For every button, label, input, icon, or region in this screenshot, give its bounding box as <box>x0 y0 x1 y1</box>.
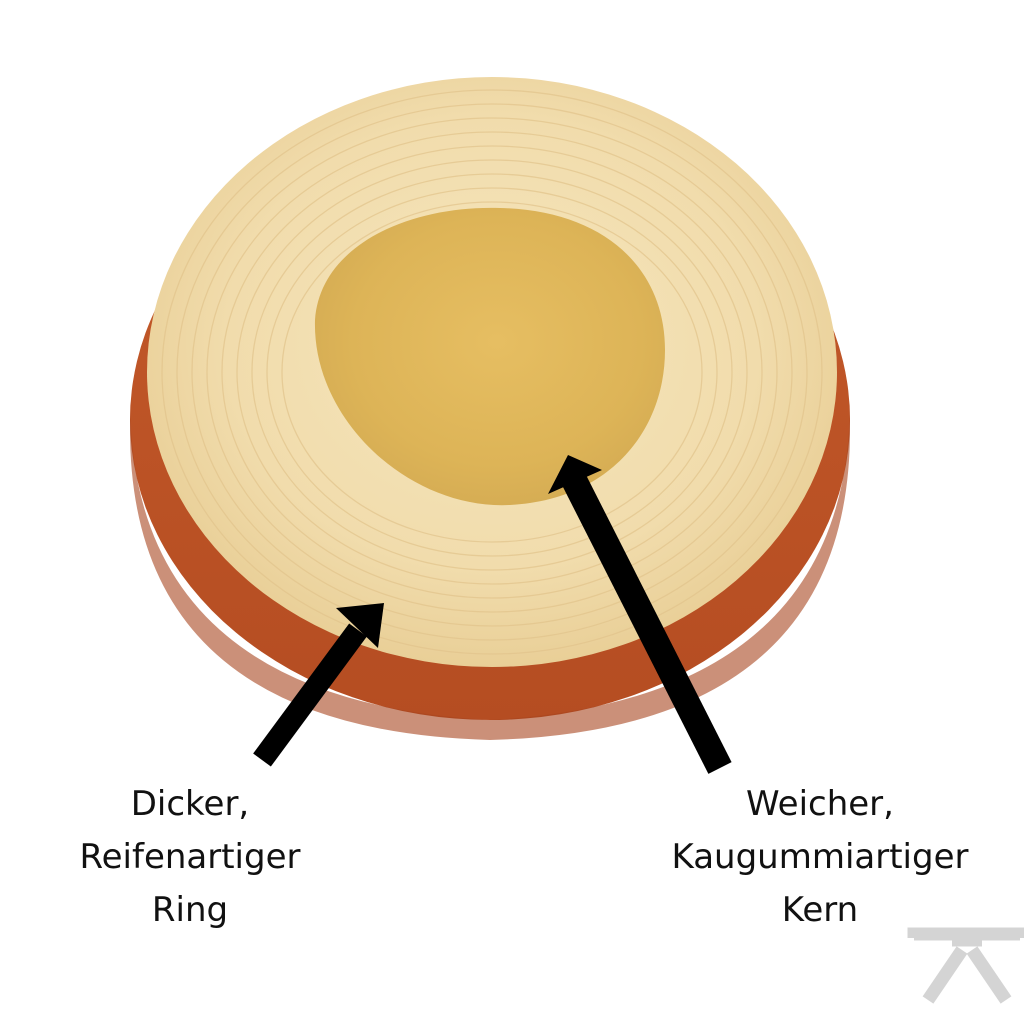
core-arrow <box>548 455 732 774</box>
core-label-line-2: Kaugummiartiger <box>671 837 969 877</box>
watermark-logo-icon <box>907 927 1024 1004</box>
ring-label-line-1: Dicker, <box>130 784 250 824</box>
ring-label-line-3: Ring <box>151 890 229 930</box>
ring-label: Dicker, Reifenartiger Ring <box>40 778 340 937</box>
ring-arrow <box>253 603 384 767</box>
ring-label-line-2: Reifenartiger <box>79 837 301 877</box>
soft-core <box>314 207 665 506</box>
core-label-line-3: Kern <box>781 890 859 930</box>
core-label-line-1: Weicher, <box>746 784 894 824</box>
core-label: Weicher, Kaugummiartiger Kern <box>640 778 1000 937</box>
